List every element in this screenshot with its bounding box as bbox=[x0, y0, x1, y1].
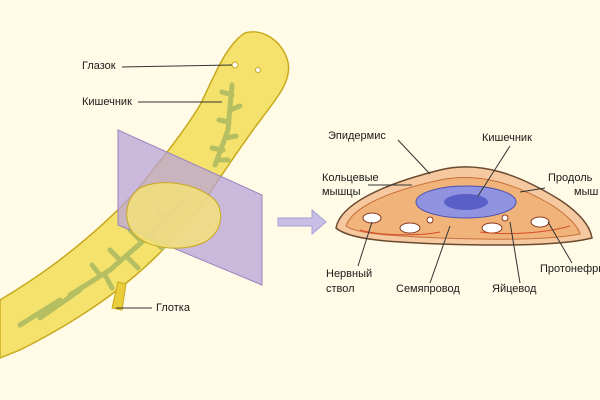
label-circular-muscles-1: Кольцевые bbox=[322, 172, 379, 184]
label-seminal-duct: Семяпровод bbox=[396, 283, 460, 295]
label-nerve-trunk-1: Нервный bbox=[326, 268, 373, 280]
label-longitudinal-2: мыш bbox=[574, 186, 599, 198]
label-pharynx: Глотка bbox=[156, 302, 190, 314]
body-slice bbox=[126, 182, 222, 249]
eye-spot-2 bbox=[255, 67, 261, 73]
label-eye: Глазок bbox=[82, 60, 116, 72]
cross-section bbox=[335, 166, 593, 246]
label-protonephridia: Протонефри bbox=[540, 263, 600, 275]
label-longitudinal-1: Продоль bbox=[548, 172, 593, 184]
direction-arrow bbox=[277, 208, 327, 236]
eye-spot bbox=[231, 61, 239, 69]
label-circular-muscles-2: мышцы bbox=[322, 186, 361, 198]
label-nerve-trunk-2: ствол bbox=[326, 283, 355, 295]
label-oviduct: Яйцевод bbox=[492, 283, 537, 295]
label-intestine-right: Кишечник bbox=[482, 132, 532, 144]
cross-section-gut-core bbox=[444, 194, 488, 210]
label-epidermis: Эпидермис bbox=[328, 130, 386, 142]
pharynx-shape bbox=[111, 281, 127, 311]
eye-leader bbox=[121, 64, 233, 68]
label-intestine-left: Кишечник bbox=[82, 96, 132, 108]
cross-section-leaders bbox=[357, 139, 573, 284]
